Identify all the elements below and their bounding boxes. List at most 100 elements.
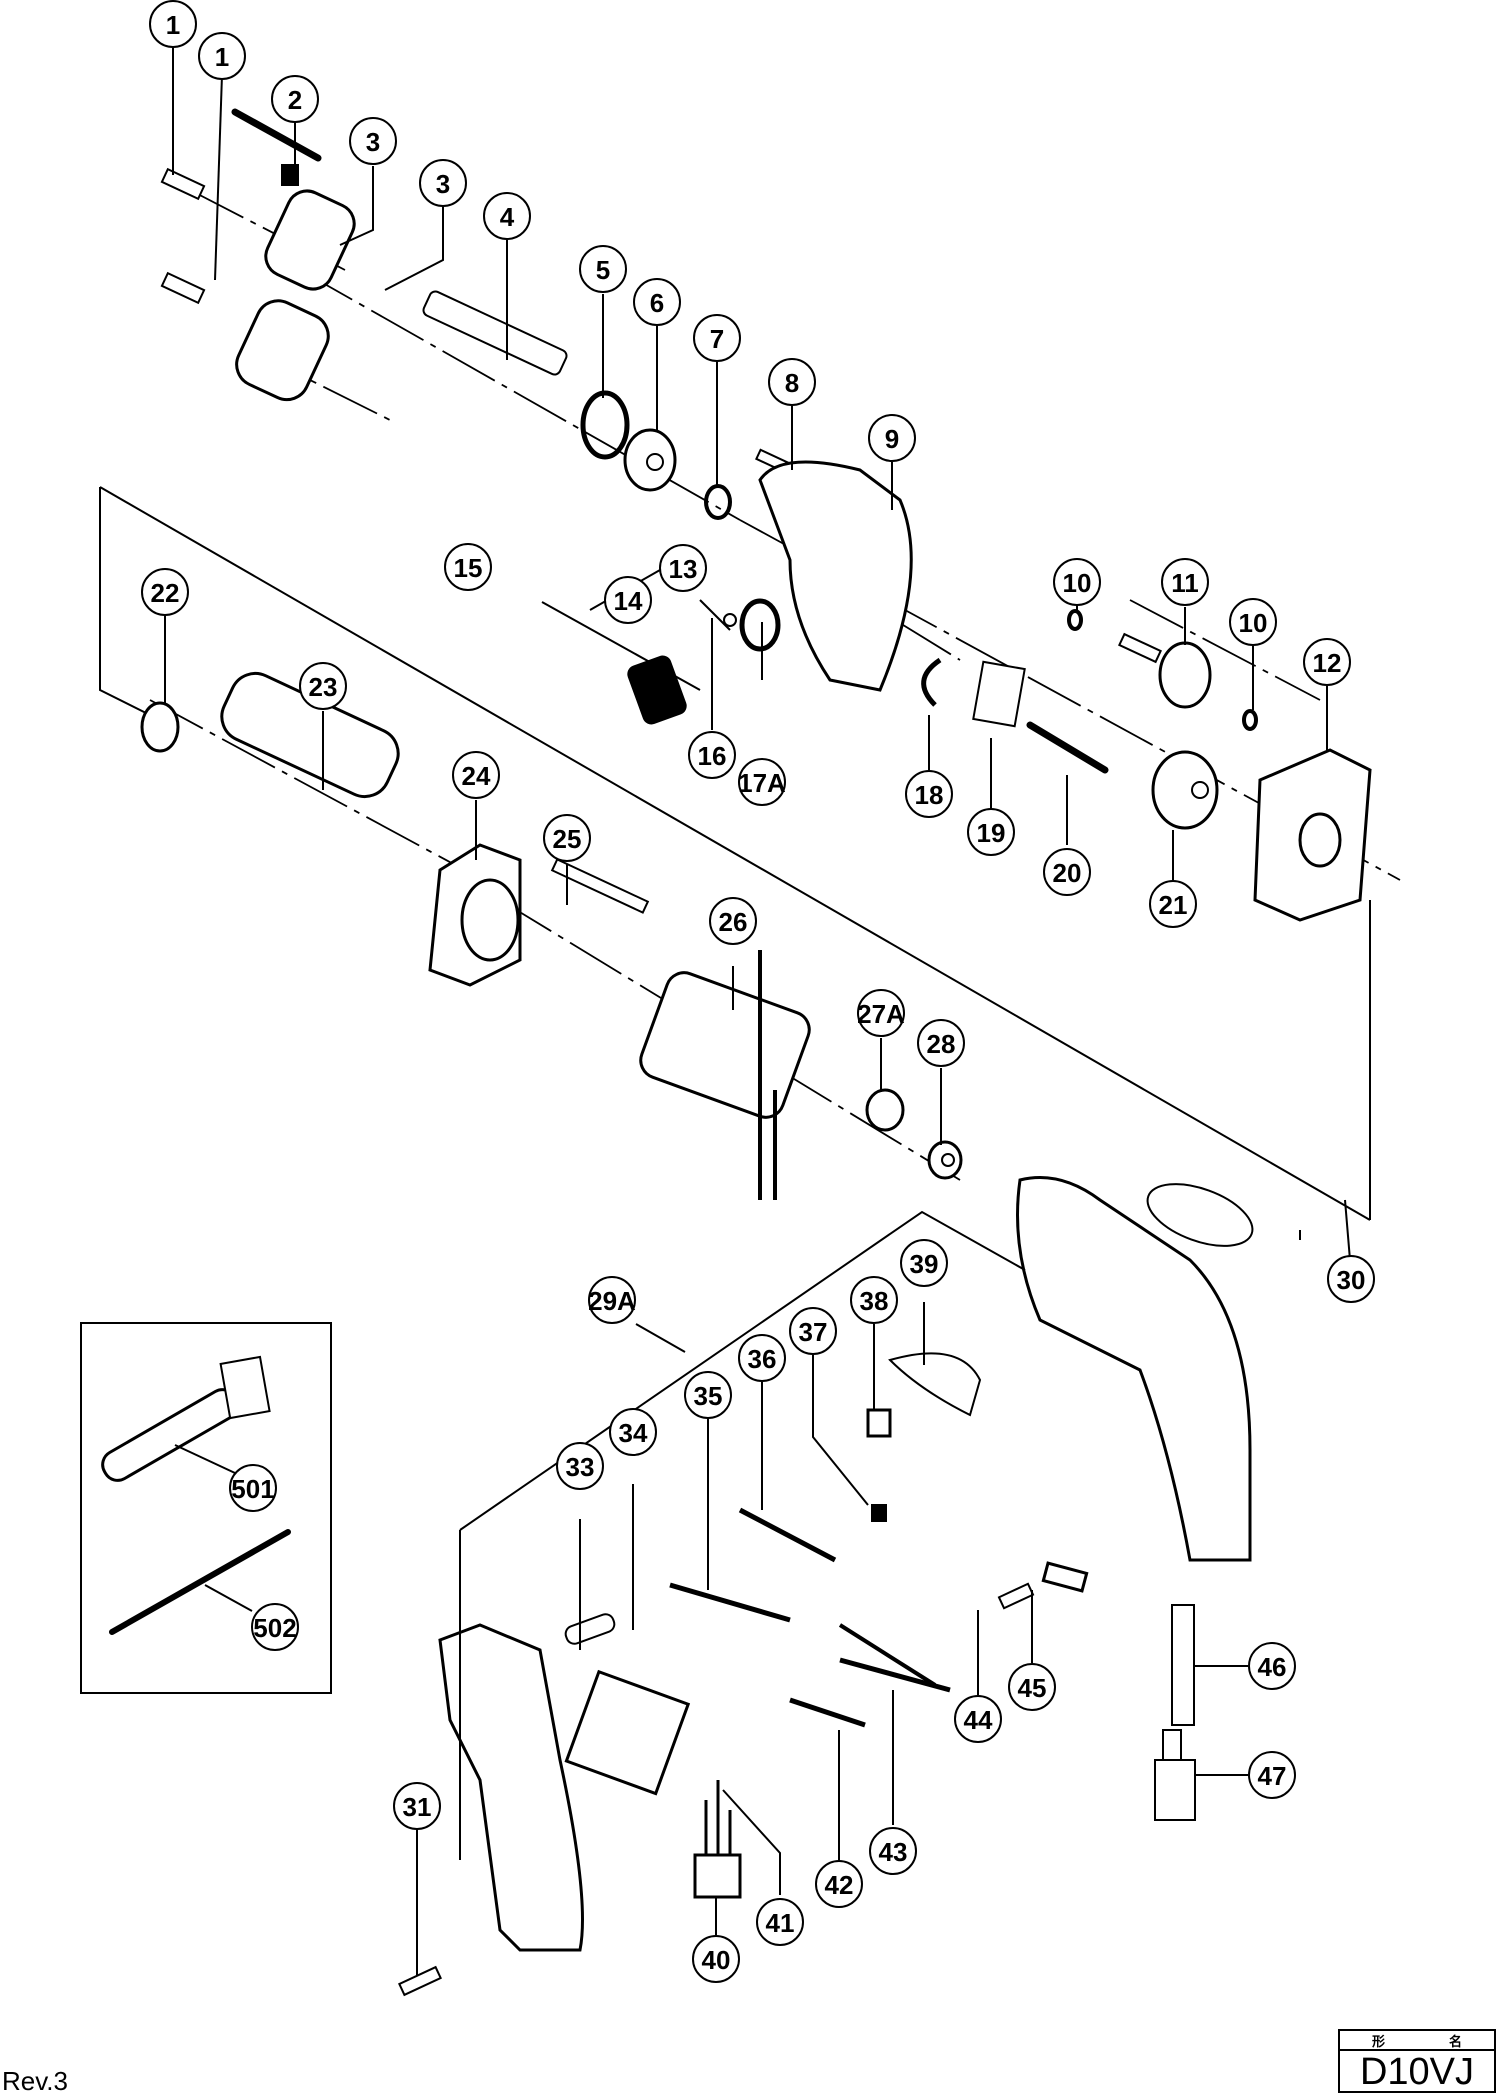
wire-36 xyxy=(738,1507,837,1563)
callout-15: 15 xyxy=(444,543,492,591)
callouts: 1 1 2 3 3 4 5 6 7 8 9 10 11 10 12 13 14 … xyxy=(141,0,1375,1983)
revision-label: Rev.3 xyxy=(2,2066,68,2096)
screw-1b xyxy=(160,271,206,305)
svg-text:1: 1 xyxy=(215,42,229,72)
callout-25: 25 xyxy=(543,814,591,862)
callout-8: 8 xyxy=(768,358,816,406)
callout-14: 14 xyxy=(604,576,652,624)
svg-text:1: 1 xyxy=(166,10,180,40)
callout-39: 39 xyxy=(900,1239,948,1287)
svg-text:42: 42 xyxy=(825,1870,854,1900)
svg-text:30: 30 xyxy=(1337,1265,1366,1295)
retaining-ring-18 xyxy=(921,657,942,707)
svg-text:14: 14 xyxy=(614,586,643,616)
svg-text:3: 3 xyxy=(436,169,450,199)
callout-9: 9 xyxy=(868,414,916,462)
carbon-brush-37 xyxy=(871,1504,887,1522)
svg-text:33: 33 xyxy=(566,1452,595,1482)
model-title-header: 形 名 xyxy=(1340,2031,1494,2051)
svg-text:45: 45 xyxy=(1018,1673,1047,1703)
inner-cover-12 xyxy=(1253,748,1372,922)
callout-33: 33 xyxy=(556,1442,604,1490)
callout-31: 31 xyxy=(393,1782,441,1830)
bearing-27a xyxy=(865,1088,905,1132)
callout-24: 24 xyxy=(452,751,500,799)
callout-1b: 1 xyxy=(198,32,246,80)
bushing-28 xyxy=(927,1140,963,1180)
svg-text:23: 23 xyxy=(309,672,338,702)
svg-text:28: 28 xyxy=(927,1029,956,1059)
callout-3a: 3 xyxy=(349,117,397,165)
housing-29a-right xyxy=(1016,1176,1252,1562)
screw-44 xyxy=(997,1582,1035,1610)
svg-text:41: 41 xyxy=(766,1908,795,1938)
svg-text:35: 35 xyxy=(694,1381,723,1411)
svg-text:502: 502 xyxy=(253,1613,296,1643)
svg-text:43: 43 xyxy=(879,1837,908,1867)
callout-36: 36 xyxy=(738,1334,786,1382)
bearing-6 xyxy=(623,428,677,492)
callout-7: 7 xyxy=(693,314,741,362)
svg-text:36: 36 xyxy=(748,1344,777,1374)
model-header-left: 形 xyxy=(1371,2033,1385,2049)
gear-11 xyxy=(1118,632,1212,709)
svg-text:10: 10 xyxy=(1063,568,1092,598)
callout-10a: 10 xyxy=(1053,558,1101,606)
svg-text:20: 20 xyxy=(1053,858,1082,888)
callout-47: 47 xyxy=(1248,1751,1296,1799)
label-39 xyxy=(888,1352,982,1417)
retaining-ring-7 xyxy=(704,484,732,520)
svg-text:3: 3 xyxy=(366,127,380,157)
svg-text:34: 34 xyxy=(619,1418,648,1448)
svg-text:9: 9 xyxy=(885,424,899,454)
svg-text:11: 11 xyxy=(1171,568,1199,598)
svg-text:31: 31 xyxy=(403,1792,432,1822)
callout-6: 6 xyxy=(633,278,681,326)
callout-13: 13 xyxy=(659,544,707,592)
washer-10b xyxy=(1242,709,1258,731)
wire-42 xyxy=(789,1697,866,1728)
callout-44: 44 xyxy=(954,1695,1002,1743)
fan-guide-24 xyxy=(428,843,522,987)
bearing-22 xyxy=(140,701,180,753)
svg-text:5: 5 xyxy=(596,255,610,285)
svg-text:10: 10 xyxy=(1239,608,1268,638)
callout-37: 37 xyxy=(789,1307,837,1355)
svg-text:22: 22 xyxy=(151,578,180,608)
svg-text:39: 39 xyxy=(910,1249,939,1279)
chuck-key xyxy=(231,108,322,186)
o-ring-13 xyxy=(739,598,781,652)
callout-20: 20 xyxy=(1043,848,1091,896)
screw-25 xyxy=(550,858,650,914)
svg-text:38: 38 xyxy=(860,1286,889,1316)
svg-text:44: 44 xyxy=(964,1705,993,1735)
callout-23: 23 xyxy=(299,662,347,710)
callout-35: 35 xyxy=(684,1371,732,1419)
gear-21 xyxy=(1151,750,1219,830)
svg-text:16: 16 xyxy=(698,741,727,771)
callout-4: 4 xyxy=(483,192,531,240)
callout-40: 40 xyxy=(692,1935,740,1983)
side-handle-501 xyxy=(101,1355,271,1482)
gear-cover-9 xyxy=(758,460,913,692)
svg-text:27A: 27A xyxy=(857,999,905,1029)
callout-45: 45 xyxy=(1008,1663,1056,1711)
svg-text:25: 25 xyxy=(553,824,582,854)
callout-43: 43 xyxy=(869,1827,917,1875)
svg-text:24: 24 xyxy=(462,761,491,791)
callout-46: 46 xyxy=(1248,1642,1296,1690)
wire-35 xyxy=(669,1582,791,1623)
pin-20 xyxy=(1026,721,1109,774)
callout-3b: 3 xyxy=(419,159,467,207)
svg-text:47: 47 xyxy=(1258,1761,1287,1791)
callout-501: 501 xyxy=(229,1464,277,1512)
model-header-right: 名 xyxy=(1448,2033,1462,2049)
svg-text:37: 37 xyxy=(799,1317,828,1347)
spindle xyxy=(422,290,568,376)
callout-27a: 27A xyxy=(857,989,905,1037)
svg-text:17A: 17A xyxy=(738,768,786,798)
callout-10b: 10 xyxy=(1229,598,1277,646)
screw-31 xyxy=(398,1965,442,1997)
callout-12: 12 xyxy=(1303,638,1351,686)
